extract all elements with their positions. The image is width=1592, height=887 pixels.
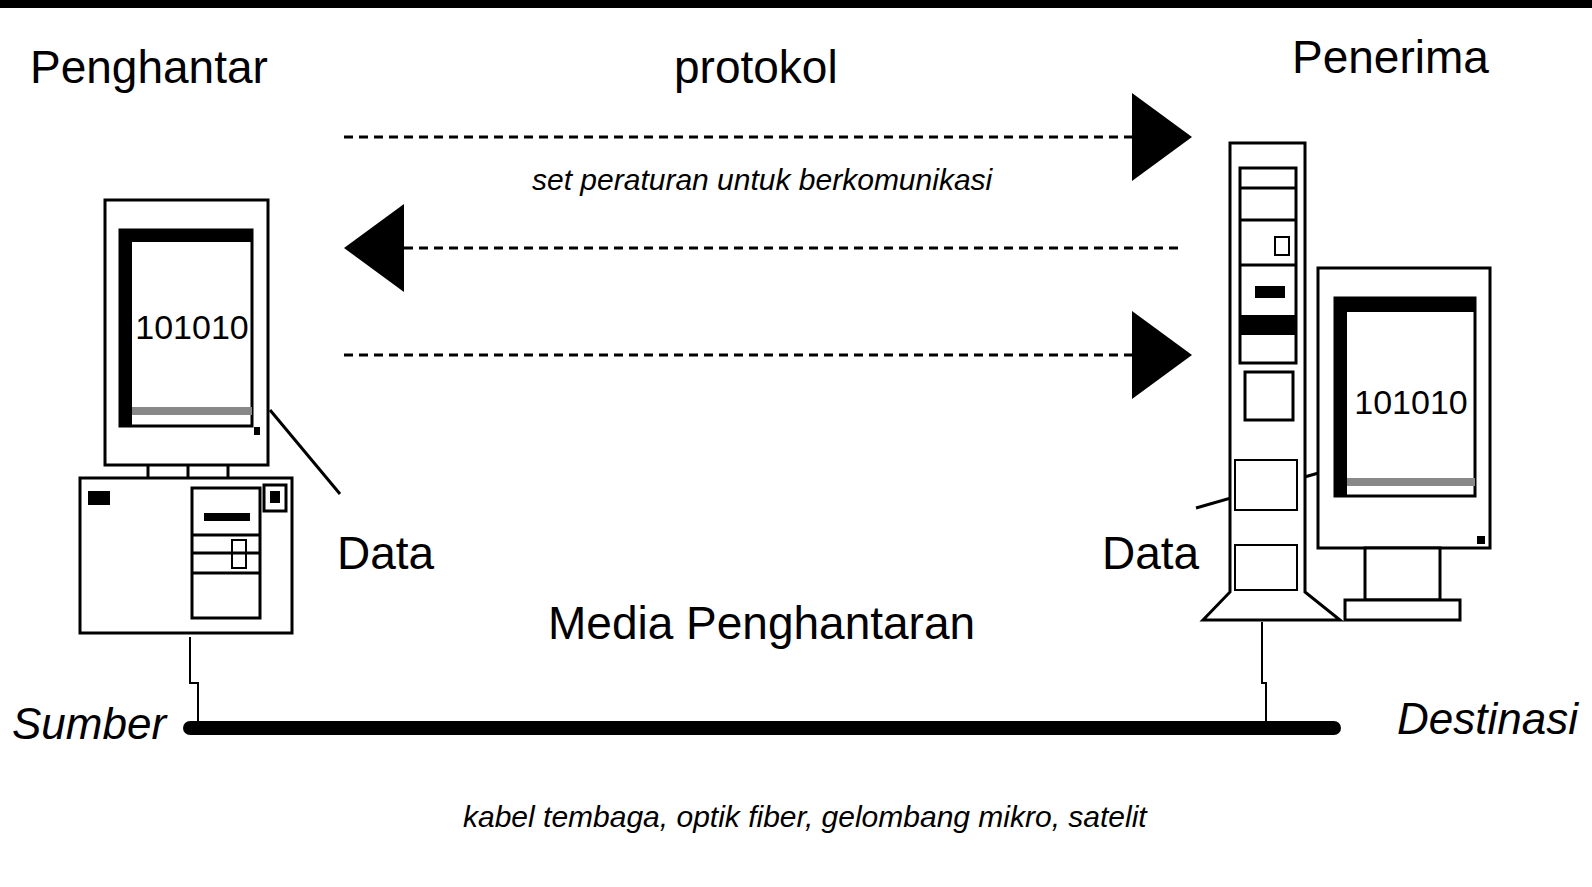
receiver-computer xyxy=(1195,140,1495,622)
destination-label: Destinasi xyxy=(1395,695,1580,743)
computer-node: 101010 xyxy=(78,195,294,637)
protocol-note: set peraturan untuk berkomunikasi xyxy=(530,163,994,196)
binary-data: 101010 xyxy=(1347,385,1475,419)
drop-line xyxy=(190,637,198,728)
dashed-line xyxy=(404,247,1184,250)
media-bus xyxy=(190,721,1334,735)
dashed-line xyxy=(344,354,1132,357)
arrowhead xyxy=(1132,311,1192,399)
receiver-title: Penerima xyxy=(1290,32,1491,83)
data-label: Data xyxy=(1100,528,1201,579)
arrowhead xyxy=(1132,93,1192,181)
protocol-title: protokol xyxy=(672,42,840,93)
sender-computer xyxy=(78,195,294,637)
connector xyxy=(344,311,1192,399)
arrowhead xyxy=(344,204,404,292)
dashed-line xyxy=(344,136,1132,139)
data-label: Data xyxy=(335,528,436,579)
connector xyxy=(344,204,1184,292)
media-caption: kabel tembaga, optik fiber, gelombang mi… xyxy=(461,800,1149,833)
source-label: Sumber xyxy=(10,700,168,748)
media-label: Media Penghantaran xyxy=(546,598,977,649)
sender-title: Penghantar xyxy=(28,42,270,93)
binary-data: 101010 xyxy=(132,310,252,344)
computer-node: 101010 xyxy=(1195,140,1495,622)
drop-line xyxy=(1262,622,1266,728)
top-rule xyxy=(0,0,1592,8)
